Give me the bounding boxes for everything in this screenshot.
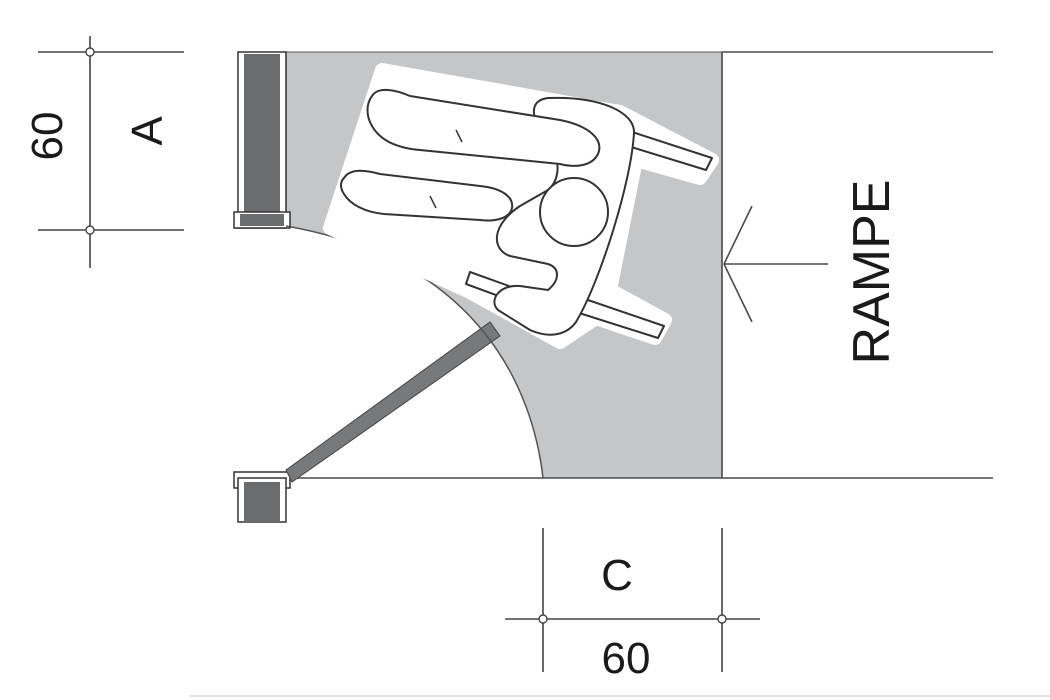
rampe-label: RAMPE [843, 180, 901, 365]
ramp-outline [290, 51, 993, 479]
door-leaf [285, 321, 501, 483]
dimension-c-value: 60 [602, 634, 651, 683]
upper-wall [233, 51, 291, 229]
dimension-a-letter: A [123, 116, 172, 146]
ramp-direction-arrow-icon [723, 205, 828, 323]
wheelchair-user-icon [323, 63, 719, 349]
dimension-a-value: 60 [23, 112, 72, 161]
dimension-a [38, 36, 184, 268]
dimension-c [505, 528, 760, 672]
lower-wall [233, 471, 291, 523]
dimension-c-letter: C [601, 551, 633, 600]
